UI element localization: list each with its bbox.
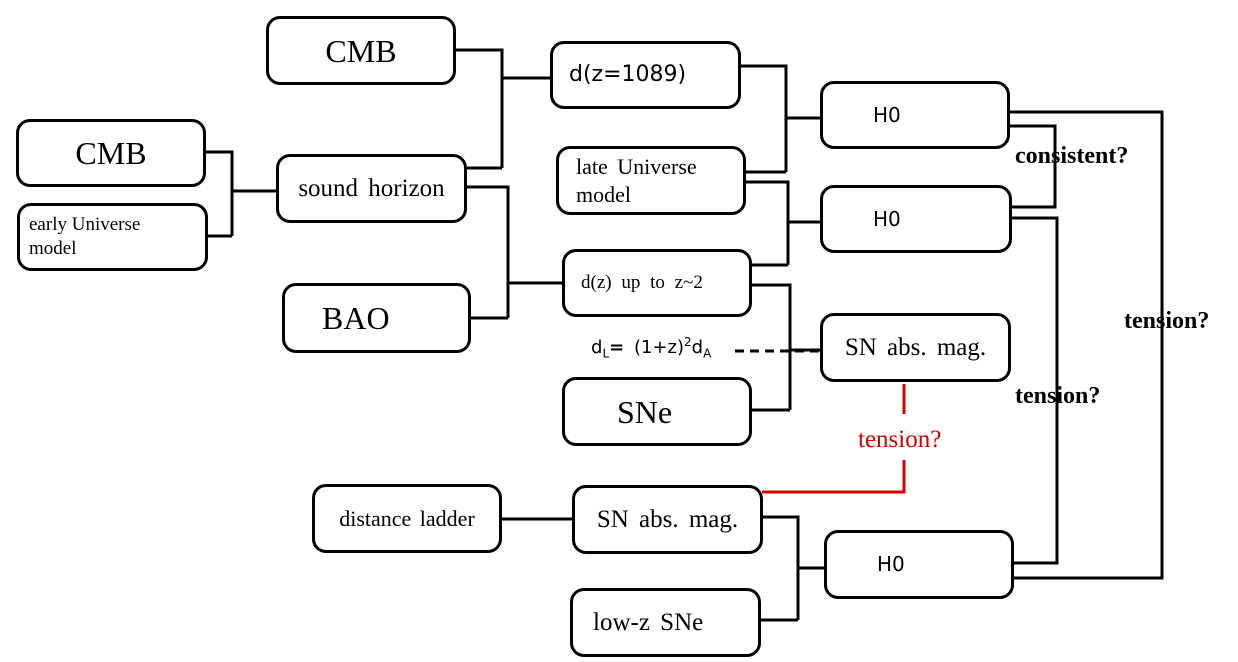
low-z-sne-box: low-z SNe (570, 588, 761, 657)
relation-d-l-main: d (591, 337, 603, 358)
distance-ladder-box: distance ladder (312, 484, 502, 553)
connector-cmb-early-to-horizon (206, 150, 278, 238)
cmb-label-top: CMB (325, 32, 397, 69)
early-model-line-1: early Universe (29, 214, 141, 236)
sne-label: SNe (617, 393, 673, 430)
sn-abs-mag-box-right: SN abs. mag. (820, 313, 1011, 382)
sn-abs-mag-label-bottom: SN abs. mag. (596, 505, 739, 533)
h0-label-mid: H0 (873, 206, 901, 231)
relation-paren: (1+z) (633, 337, 684, 358)
relation-d-a-sub: A (703, 346, 712, 361)
bracket-consistent (1010, 124, 1057, 209)
sn-abs-mag-box-bottom: SN abs. mag. (572, 485, 763, 554)
relation-d-a-main: d (691, 337, 704, 358)
relation-sup: 2 (683, 335, 692, 349)
early-model-line-2: model (29, 238, 77, 259)
cmb-box-left: CMB (16, 119, 206, 187)
h0-label-top: H0 (873, 102, 901, 127)
d-z1089-label: d(z=1089) (569, 62, 687, 88)
late-model-line-2: model (576, 181, 631, 207)
bracket-tension-right (1012, 216, 1059, 565)
h0-box-bottom: H0 (824, 530, 1014, 599)
late-model-line-1: late Universe (576, 154, 697, 179)
connector-to-h0-mid (746, 180, 822, 267)
d-z1089-box: d(z=1089) (550, 41, 741, 109)
sound-horizon-box: sound horizon (276, 154, 467, 223)
relation-d-l-sub: L (602, 346, 610, 361)
distance-ladder-label: distance ladder (339, 505, 475, 531)
sound-horizon-label: sound horizon (298, 174, 445, 202)
d-z-up-to-z2-box: d(z) up to z~2 (562, 249, 752, 317)
connector-horizon-bao-to-dz2 (467, 185, 564, 320)
sne-box: SNe (562, 377, 752, 446)
connector-to-h0-top (741, 64, 822, 174)
bracket-tension-outer (1010, 110, 1164, 580)
cmb-label-left: CMB (75, 135, 147, 171)
luminosity-distance-relation: dL= (1+z)2dA (591, 335, 711, 361)
h0-label-bottom: H0 (877, 552, 905, 576)
late-universe-model-box: late Universe model (556, 146, 746, 215)
early-universe-model-box: early Universe model (17, 203, 208, 271)
h0-box-mid: H0 (820, 185, 1012, 253)
cmb-box-top: CMB (266, 16, 456, 85)
bao-label: BAO (322, 300, 390, 336)
connector-cmb-horizon-to-d1089 (456, 48, 552, 170)
tension-question-label-middle: tension? (1015, 383, 1101, 409)
d-z2-label: d(z) up to z~2 (581, 272, 703, 294)
connector-to-sn-mag-right (752, 283, 822, 412)
consistent-question-label: consistent? (1015, 143, 1129, 169)
relation-equals: = (609, 337, 625, 358)
h0-box-top: H0 (820, 81, 1010, 149)
connector-to-h0-bottom (761, 515, 826, 622)
red-tension-bracket (762, 384, 906, 494)
sn-abs-mag-label-right: SN abs. mag. (844, 333, 987, 361)
tension-question-label-right: tension? (1124, 308, 1210, 334)
bao-box: BAO (282, 283, 471, 353)
low-z-sne-label: low-z SNe (593, 608, 704, 636)
tension-question-label-red: tension? (858, 426, 942, 453)
